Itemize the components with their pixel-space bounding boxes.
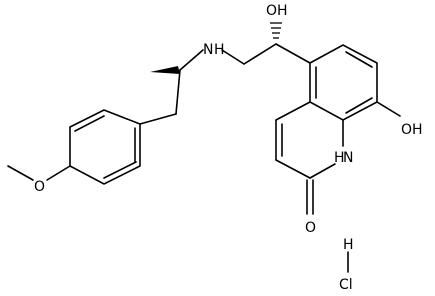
bond-ch-nh <box>179 49 204 71</box>
phenyl-double-1 <box>74 115 105 132</box>
bond-choh-ring <box>275 43 311 64</box>
bond-c3-c2 <box>275 159 311 179</box>
label-oh-ring: OH <box>401 122 423 138</box>
atom-labels: OH N H OH H N O O H Cl <box>34 3 423 293</box>
methoxyphenyl-ring <box>69 109 141 185</box>
hashed-bond-oh <box>270 22 282 39</box>
bond-ring-oxygen <box>46 165 71 181</box>
bonds <box>7 22 401 273</box>
methyl-wedge-bond <box>150 66 180 74</box>
phenyl-double-2 <box>103 161 137 179</box>
label-hcl-cl: Cl <box>339 277 353 293</box>
label-ring-nh-n: N <box>343 150 353 166</box>
bond-ch2-choh <box>243 43 277 65</box>
bond-ch2-phenyl <box>139 113 177 125</box>
bond-nh-ch2 <box>221 49 245 65</box>
quinolinone-benzo-ring <box>309 44 378 121</box>
label-amine-h: H <box>214 42 225 58</box>
label-carbonyl-o: O <box>305 220 316 236</box>
label-hcl-h: H <box>343 237 354 253</box>
label-ring-nh-h: H <box>334 150 345 166</box>
bond-ch-ch2 <box>175 69 181 115</box>
bond-c8-oh <box>376 101 401 117</box>
bond-oxygen-methyl <box>7 165 34 181</box>
label-oh-top: OH <box>266 3 288 19</box>
bond-c4a-c4 <box>275 101 311 121</box>
label-ether-o: O <box>34 179 45 195</box>
benzo-double-1 <box>345 51 373 68</box>
label-amine-n: N <box>203 42 213 58</box>
benzo-double-2 <box>345 97 373 114</box>
bond-c2-n1 <box>309 163 336 179</box>
